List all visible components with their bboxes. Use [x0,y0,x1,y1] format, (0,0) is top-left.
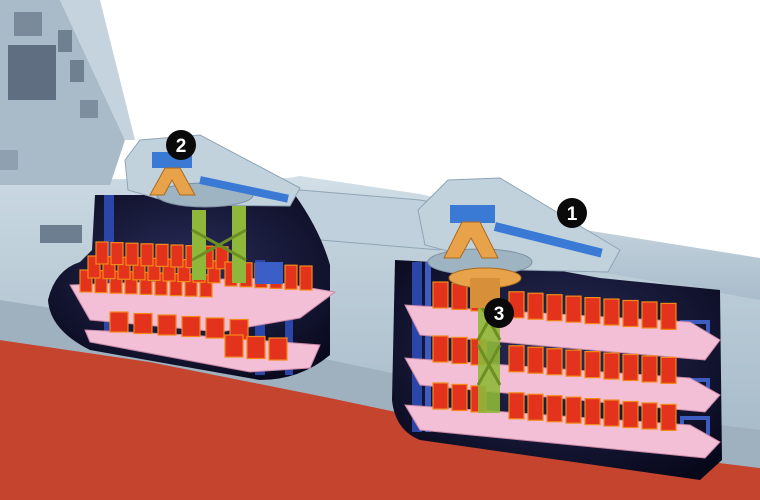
ammo-canister [205,317,225,339]
right-gun-barrel [493,222,603,258]
ammo-canister [546,348,563,376]
ammo-canister [451,383,468,412]
ammo-canister [641,402,658,430]
ammo-canister [527,393,544,421]
left-hoist [192,210,206,280]
left-elevator [255,262,283,284]
ammo-canister [432,335,449,363]
ammo-canister [140,243,154,267]
left-ammo-canisters [79,241,313,361]
ammo-canister [224,334,244,358]
ammo-canister [622,400,639,429]
ammo-canister [451,336,468,365]
left-gun-mount [149,167,196,196]
ammo-canister [284,264,298,290]
superstructure-panel [58,30,72,52]
ammo-canister [527,292,544,320]
ammo-canister [584,297,601,325]
ammo-canister [622,299,639,328]
callout-1-label: 1 [567,204,578,225]
ammo-canister [565,396,582,424]
right-frame-column [425,262,431,432]
ammo-canister [109,311,129,333]
ammo-canister [95,241,109,265]
ammo-canister [565,349,582,377]
right-gun-mount [443,221,499,259]
ammo-canister [133,312,153,335]
ammo-canister [155,243,169,267]
ammo-canister [641,301,658,329]
right-gun-breech [450,205,495,223]
superstructure-panel [80,100,98,118]
left-hoist-brace [191,228,247,262]
ammo-canister [157,314,177,336]
ammo-canister [565,295,582,323]
superstructure-panel [70,60,84,82]
ammo-canister [527,346,544,374]
superstructure-window [14,12,42,36]
ammo-canister [660,403,677,431]
callout-3-label: 3 [494,304,505,325]
ammo-canister [170,244,184,268]
callout-1: 1 [557,198,587,228]
superstructure-vent [40,225,82,243]
superstructure-vent [0,150,18,170]
ammo-canister [660,302,677,330]
ammo-canister [508,392,525,420]
right-frame-column [412,262,422,432]
ammo-canister [432,382,449,410]
left-hoist [232,205,246,283]
superstructure-window [8,45,56,100]
ammo-canister [508,345,525,373]
ammo-canister [641,355,658,383]
ammo-canister [432,281,449,309]
ammo-canister [268,337,288,361]
ammo-canister [603,352,620,380]
superstructure-front [60,0,135,140]
left-gun-barrel [199,176,289,203]
ammo-canister [584,351,601,379]
ammo-canister [246,335,266,360]
ammo-canister [546,294,563,322]
ammo-canister [181,315,201,338]
ammo-canister [451,282,468,311]
callout-2-label: 2 [176,136,187,157]
callout-3: 3 [484,298,514,328]
ammo-canister [584,398,601,426]
ammo-canister [603,298,620,326]
ammo-canister [546,395,563,423]
ammo-canister [660,356,677,384]
callout-2: 2 [166,130,196,160]
ammo-canister [299,265,313,291]
ammo-canister [125,242,139,266]
right-ammo-canisters [432,281,677,431]
ammo-canister [622,353,639,382]
ammo-canister [110,242,124,266]
ammo-canister [603,399,620,427]
